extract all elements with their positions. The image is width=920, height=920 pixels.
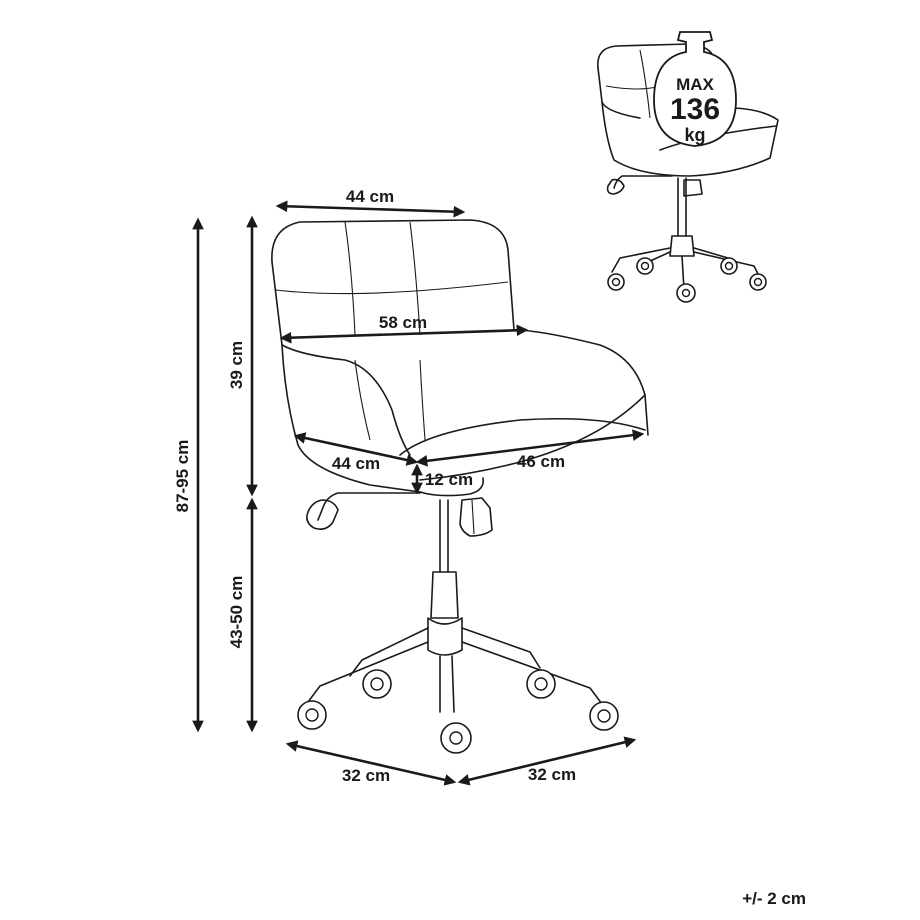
tolerance-note: +/- 2 cm (742, 889, 806, 908)
caster-wheel (526, 669, 556, 699)
weight-capacity-chair (597, 31, 779, 303)
dimension-arrows (192, 200, 645, 786)
seat-width-label: 44 cm (332, 454, 380, 473)
base-right-label: 32 cm (528, 765, 576, 784)
weight-max-label: MAX (676, 75, 714, 94)
weight-value-label: 136 (670, 93, 720, 126)
seat-span-label: 58 cm (379, 313, 427, 332)
seat-height-label: 43-50 cm (227, 576, 246, 649)
base-left-label: 32 cm (342, 766, 390, 785)
caster-wheel (297, 700, 327, 730)
back-height-label: 39 cm (227, 341, 246, 389)
total-height-label: 87-95 cm (173, 440, 192, 513)
caster-wheel (362, 669, 392, 699)
weight-icon (653, 31, 737, 147)
back-width-label: 44 cm (346, 187, 394, 206)
seat-depth-label: 46 cm (517, 452, 565, 471)
caster-wheel (589, 701, 619, 731)
caster-wheel (440, 722, 472, 754)
seat-thickness-label: 12 cm (425, 470, 473, 489)
weight-unit-label: kg (684, 125, 705, 145)
